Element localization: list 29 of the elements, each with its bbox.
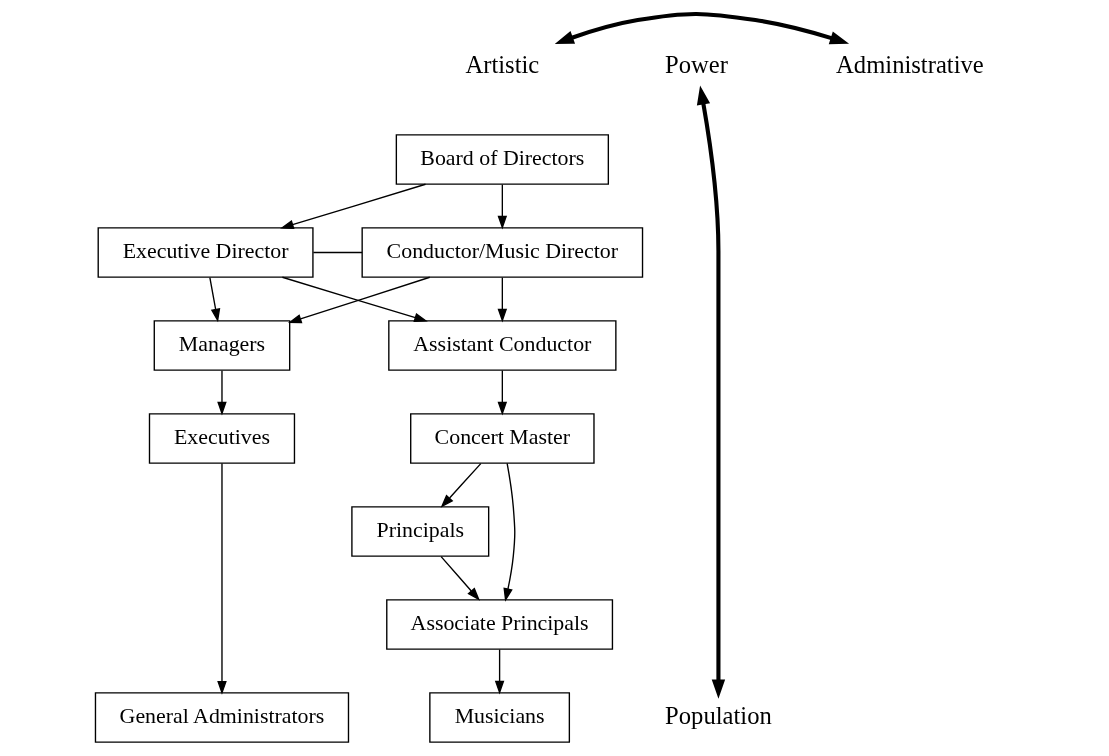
arrow: [502, 462, 515, 602]
arrow: [497, 369, 507, 416]
arrow: [494, 648, 504, 695]
node-box: Associate Principals: [385, 599, 613, 650]
node-text: Administrative: [835, 50, 984, 78]
node-text: Power: [664, 50, 728, 78]
arrow: [497, 183, 507, 230]
node-box: Executive Director: [97, 227, 314, 278]
arrow: [696, 85, 725, 699]
node-box: Concert Master: [409, 413, 595, 464]
arrow: [497, 276, 507, 323]
node-box: Musicians: [428, 692, 570, 743]
arrow: [439, 555, 480, 601]
arrow: [216, 369, 227, 416]
node-box: Executives: [148, 413, 295, 464]
node-box: Principals: [350, 506, 489, 557]
connector: [312, 251, 363, 254]
node-text: Population: [664, 701, 772, 729]
arrow: [216, 462, 227, 695]
node-box: Board of Directors: [395, 134, 609, 185]
arrow: [554, 11, 849, 45]
node-box: Conductor/Music Director: [360, 227, 643, 278]
node-text: Artistic: [464, 50, 539, 78]
node-box: Managers: [153, 320, 290, 371]
arrow: [440, 462, 481, 508]
node-box: General Administrators: [94, 692, 349, 743]
node-box: Assistant Conductor: [387, 320, 617, 371]
arrow: [279, 183, 426, 230]
arrow: [208, 276, 220, 323]
